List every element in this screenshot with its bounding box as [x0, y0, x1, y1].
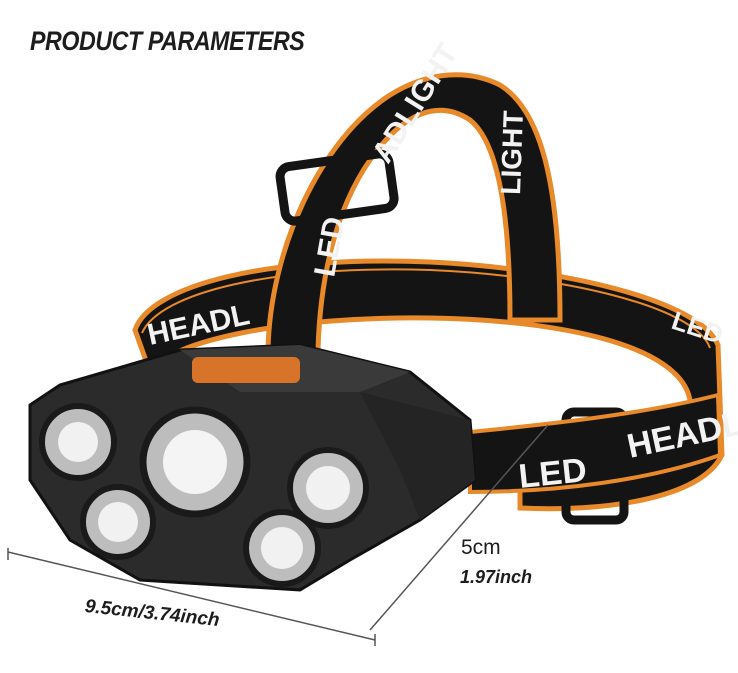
strap-text-front-a: LED	[517, 451, 589, 496]
power-switch[interactable]	[192, 357, 300, 383]
height-inch-label: 1.97inch	[460, 567, 533, 587]
top-buckle	[275, 149, 399, 226]
strap-text-top-b: LIGHT	[495, 110, 529, 195]
front-strap	[468, 392, 723, 495]
height-cm-label: 5cm	[461, 536, 501, 559]
page-title: PRODUCT PARAMETERS	[30, 26, 305, 56]
width-dimension-line	[7, 551, 376, 641]
height-dimension-line	[369, 424, 549, 631]
lenses	[39, 403, 369, 587]
top-strap	[265, 72, 563, 353]
